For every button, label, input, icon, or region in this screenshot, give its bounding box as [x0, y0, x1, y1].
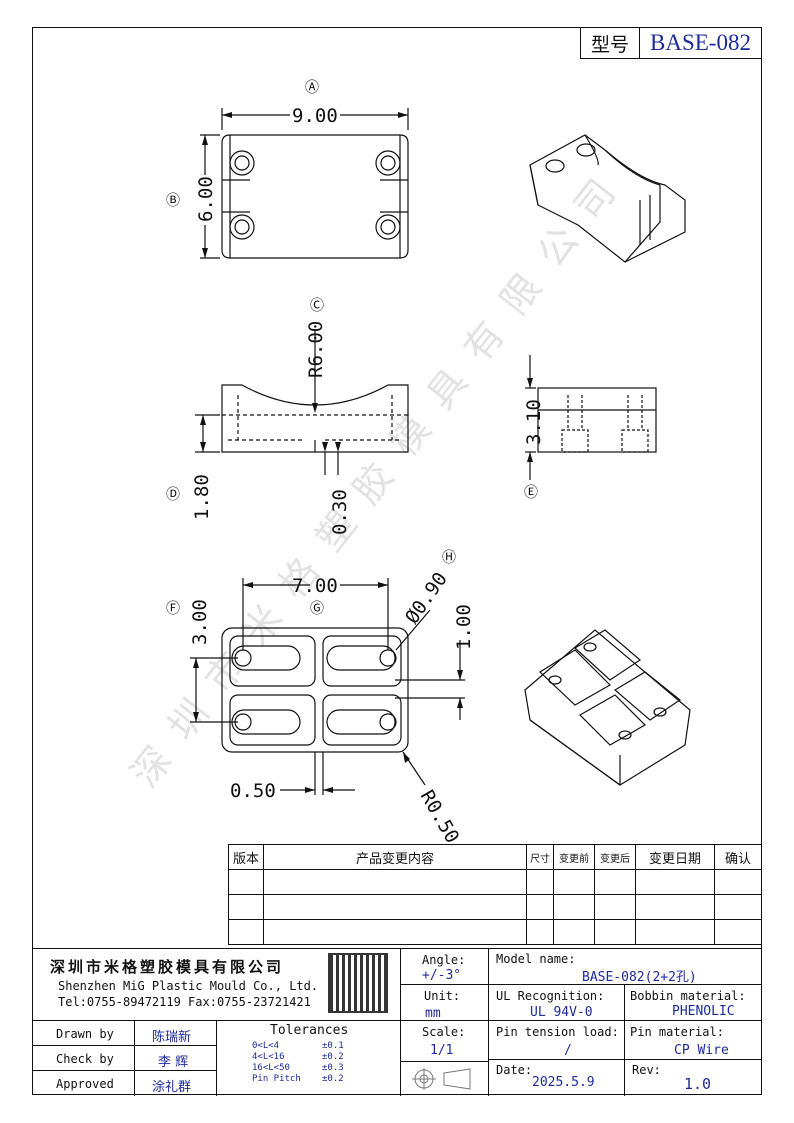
- side-view: [525, 355, 657, 480]
- ul-value: UL 94V-0: [530, 1005, 593, 1020]
- unit-label: Unit:: [424, 989, 461, 1003]
- tol-value: ±0.2: [322, 1074, 344, 1084]
- pin-label: Pin material:: [630, 1025, 724, 1039]
- scale-value: 1/1: [430, 1043, 454, 1058]
- drawn-value: 陈瑞新: [152, 1030, 192, 1045]
- ul-label: UL Recognition:: [496, 989, 605, 1003]
- tol-range: Pin Pitch: [252, 1074, 301, 1084]
- title-block: 深圳市米格塑胶模具有限公司 Shenzhen MiG Plastic Mould…: [32, 948, 762, 1096]
- mark-b: Ⓑ: [166, 193, 180, 209]
- angle-label: Angle:: [422, 953, 466, 967]
- mark-f: Ⓕ: [166, 601, 180, 617]
- projection-symbol-icon: [410, 1067, 476, 1091]
- model-value: BASE-082: [650, 30, 751, 55]
- tol-value: ±0.2: [322, 1052, 344, 1062]
- angle-value: +/-3°: [422, 968, 462, 983]
- company-contact: Tel:0755-89472119 Fax:0755-23721421: [58, 995, 311, 1009]
- rev-h-date: 变更日期: [635, 844, 715, 870]
- scale-label: Scale:: [422, 1025, 466, 1039]
- pin-value: CP Wire: [674, 1043, 729, 1058]
- dim-pitch: 7.00: [292, 575, 338, 597]
- tol-range: 0<L<4: [252, 1041, 280, 1051]
- table-row: [228, 869, 762, 895]
- iso-view-bottom: [524, 629, 691, 786]
- tension-label: Pin tension load:: [496, 1025, 619, 1039]
- revision-table: 版本 产品变更内容 尺寸 变更前 变更后 变更日期 确认: [228, 844, 762, 945]
- iso-view-top: [529, 134, 686, 263]
- approved-label: Approved: [56, 1077, 114, 1091]
- tol-range: 4<L<16: [252, 1052, 285, 1062]
- rev-h-size: 尺寸: [526, 844, 554, 870]
- check-value: 李 辉: [158, 1055, 189, 1070]
- rev-h-confirm: 确认: [714, 844, 762, 870]
- tension-value: /: [564, 1043, 572, 1058]
- dim-width: 9.00: [292, 105, 338, 127]
- top-view: [200, 108, 409, 259]
- qr-code-icon: [328, 953, 388, 1013]
- mark-c: Ⓒ: [310, 298, 324, 314]
- rev-h-after: 变更后: [594, 844, 636, 870]
- unit-value: mm: [425, 1006, 441, 1021]
- dim-height: 3.10: [523, 399, 545, 445]
- rev-h-version: 版本: [228, 844, 264, 870]
- mark-d: Ⓓ: [166, 487, 180, 503]
- dim-offset: 1.00: [453, 604, 475, 650]
- dim-row: 3.00: [189, 599, 211, 645]
- bobbin-value: PHENOLIC: [672, 1004, 735, 1019]
- dim-corner: R0.50: [416, 787, 464, 848]
- dim-hole: Ø0.90: [401, 568, 452, 627]
- drawing-frame: [32, 27, 762, 1095]
- model-label: Model name:: [496, 952, 576, 966]
- company-cell: 深圳市米格塑胶模具有限公司 Shenzhen MiG Plastic Mould…: [32, 949, 400, 1020]
- rev-h-before: 变更前: [553, 844, 595, 870]
- rev-h-content: 产品变更内容: [263, 844, 527, 870]
- model-key: 型号: [581, 28, 640, 58]
- tol-range: 16<L<50: [252, 1063, 290, 1073]
- dim-radius: R6.00: [305, 321, 327, 378]
- bobbin-label: Bobbin material:: [630, 989, 746, 1003]
- rev-label: Rev:: [632, 1063, 661, 1077]
- tol-value: ±0.1: [322, 1041, 344, 1051]
- company-name-en: Shenzhen MiG Plastic Mould Co., Ltd.: [58, 979, 319, 993]
- dim-gap: 0.50: [230, 780, 276, 802]
- model-number-box: 型号 BASE-082: [580, 27, 762, 59]
- bottom-view: [190, 578, 465, 795]
- revision-header: 版本 产品变更内容 尺寸 变更前 变更后 变更日期 确认: [228, 844, 762, 870]
- dim-base-height: 1.80: [191, 474, 213, 520]
- dim-depth: 6.00: [195, 176, 217, 222]
- date-label: Date:: [496, 1063, 533, 1077]
- table-row: [228, 919, 762, 945]
- drawn-label: Drawn by: [56, 1027, 114, 1041]
- table-row: [228, 894, 762, 920]
- model-name-value: BASE-082(2+2孔): [582, 970, 697, 985]
- tolerances-title: Tolerances: [270, 1023, 349, 1038]
- mark-a: Ⓐ: [305, 80, 319, 96]
- check-label: Check by: [56, 1052, 114, 1066]
- date-value: 2025.5.9: [532, 1075, 595, 1090]
- rev-value: 1.0: [684, 1075, 712, 1093]
- mark-h: Ⓗ: [442, 550, 456, 566]
- tol-value: ±0.3: [322, 1063, 344, 1073]
- mark-e: Ⓔ: [524, 485, 538, 501]
- company-name-cn: 深圳市米格塑胶模具有限公司: [50, 958, 285, 976]
- mark-g: Ⓖ: [310, 601, 324, 617]
- dim-slot: 0.30: [329, 489, 351, 535]
- approved-value: 涂礼群: [152, 1080, 192, 1095]
- tolerance-list: 0<L<4 ±0.1 4<L<16 ±0.2 16<L<50 ±0.3 Pin Pit…: [252, 1041, 344, 1085]
